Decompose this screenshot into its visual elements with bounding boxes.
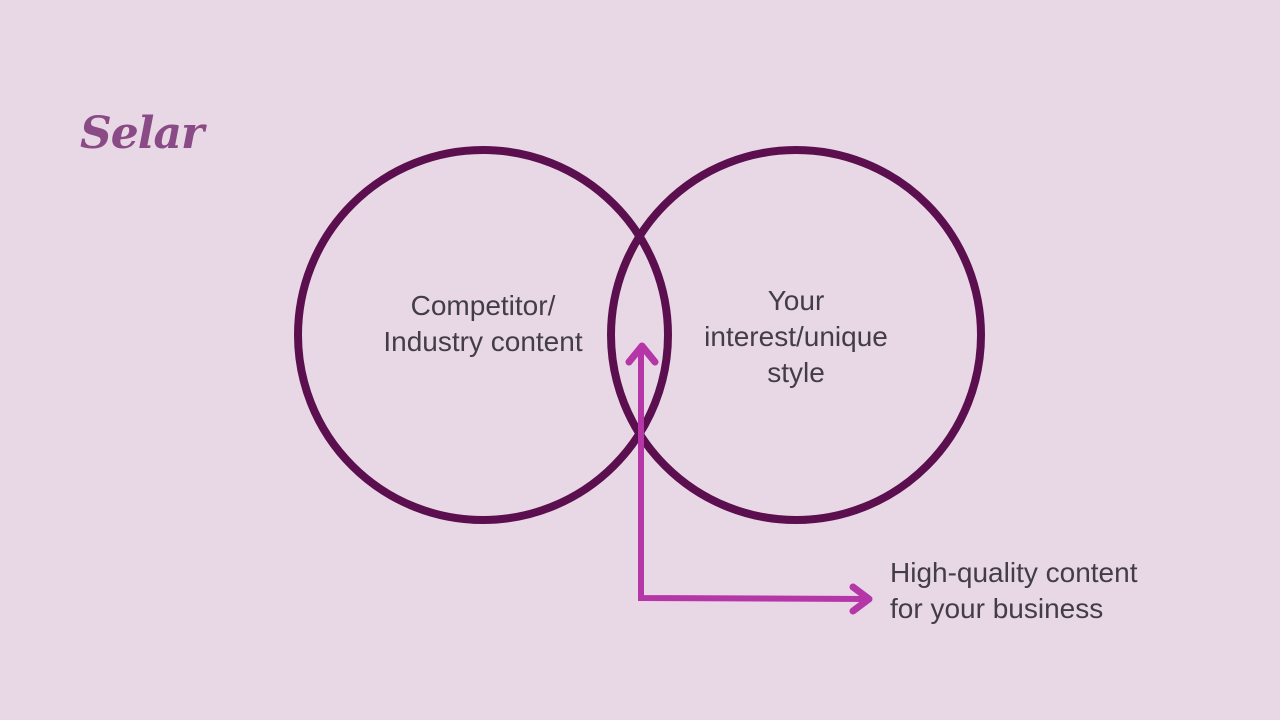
arrow-up-head-icon — [625, 342, 659, 366]
arrow-right-head-icon — [849, 583, 873, 615]
selar-logo: Selar — [80, 108, 204, 159]
venn-label-your-interest: Your interest/unique style — [704, 285, 888, 388]
arrow-connector-line — [638, 347, 869, 602]
venn-circle-competitor — [294, 146, 672, 524]
venn-circle-your-interest — [607, 146, 985, 524]
intersection-callout-label: High-quality content for your business — [890, 557, 1138, 624]
callout-arrow — [625, 342, 873, 615]
venn-label-competitor: Competitor/ Industry content — [383, 290, 583, 357]
